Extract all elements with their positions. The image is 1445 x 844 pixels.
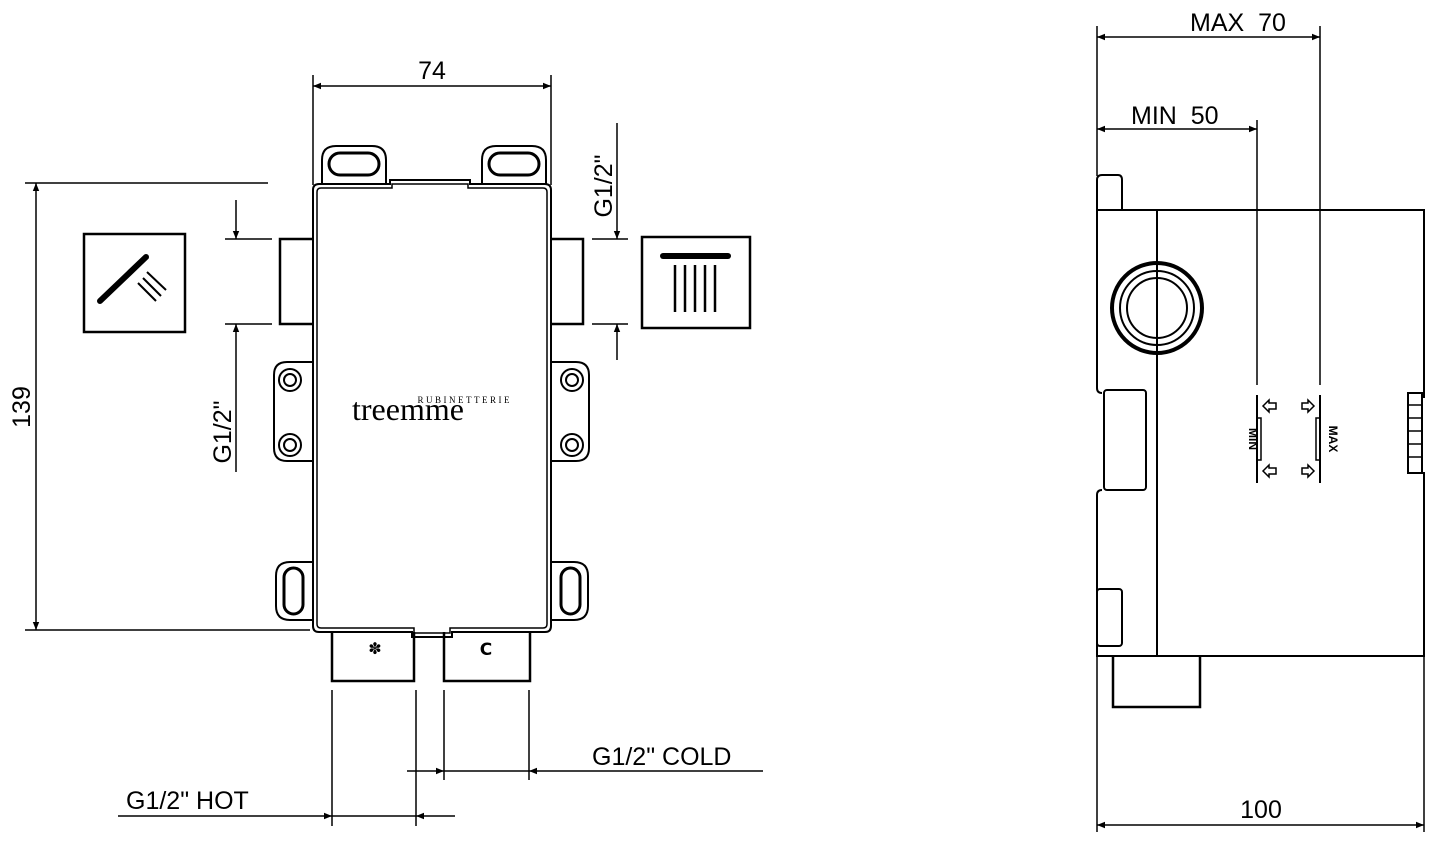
outlet-stubs [278, 237, 585, 326]
bottom-mounting-tabs [275, 561, 589, 621]
right-outlet-dimension: G1/2" [590, 123, 628, 360]
max-marker-label: MAX [1326, 426, 1340, 453]
hot-inlet-dimension: G1/2" HOT [118, 690, 455, 826]
brand-large-text: treemme [352, 391, 464, 427]
width-dimension: 74 [312, 57, 552, 185]
overhead-shower-icon [640, 235, 752, 330]
cold-inlet-label: G1/2" COLD [592, 743, 731, 771]
valve-body [312, 179, 552, 638]
side-body [1096, 174, 1425, 832]
brand-logo: RUBINETTERIE treemme [352, 391, 513, 427]
height-label: 139 [8, 386, 36, 428]
min-marker-label: MIN [1246, 428, 1260, 450]
front-view: 74 139 [8, 57, 763, 826]
edge-ladder [1407, 392, 1423, 474]
min-marker: MIN [1246, 395, 1277, 483]
hot-inlet-label: G1/2" HOT [126, 787, 249, 815]
brand-small-text: RUBINETTERIE [418, 395, 513, 405]
hand-shower-icon [82, 232, 187, 334]
max-depth-label: MAX 70 [1190, 9, 1286, 37]
top-mounting-tabs [321, 145, 547, 184]
hot-symbol-icon: ✽ [368, 639, 381, 658]
side-brackets [273, 361, 590, 462]
left-outlet-label: G1/2" [209, 400, 237, 463]
width-label: 74 [418, 57, 446, 85]
min-depth-label: MIN 50 [1131, 102, 1219, 130]
max-marker: MAX [1301, 395, 1340, 483]
min-depth-dimension: MIN 50 [1097, 102, 1258, 385]
cold-inlet-dimension: G1/2" COLD [407, 690, 763, 780]
height-dimension: 139 [8, 182, 310, 631]
overall-depth-dimension: 100 [1097, 796, 1424, 829]
max-depth-dimension: MAX 70 [1096, 9, 1321, 385]
left-outlet-dimension: G1/2" [209, 200, 272, 472]
side-view: MAX 70 MIN 50 [1096, 9, 1425, 832]
right-outlet-label: G1/2" [590, 154, 618, 217]
overall-depth-label: 100 [1240, 796, 1282, 824]
cold-symbol-icon: C [480, 640, 492, 660]
outlet-connector [1110, 261, 1204, 355]
inlets: ✽ C [330, 632, 532, 683]
